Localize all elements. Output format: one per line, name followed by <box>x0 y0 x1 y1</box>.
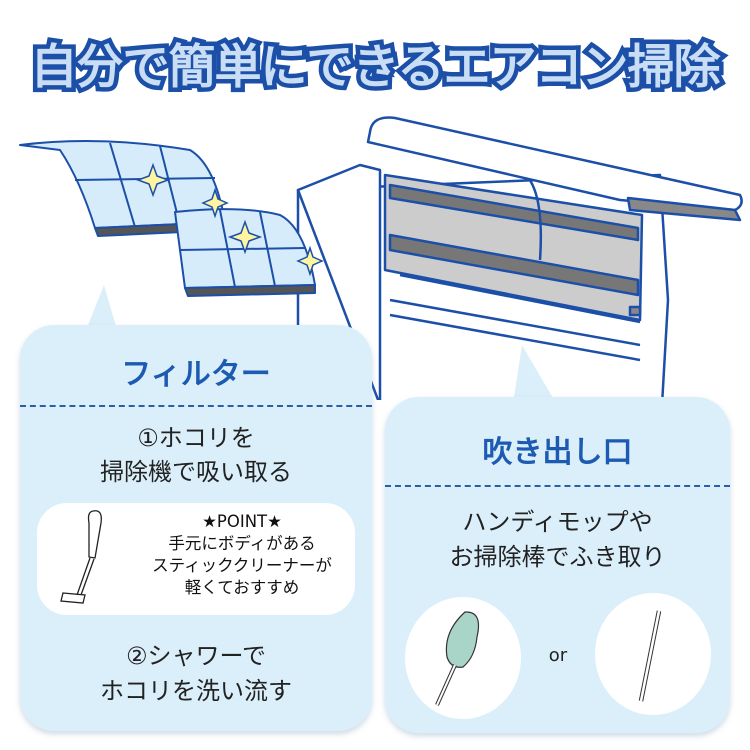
point-text: ★POINT★ 手元にボディがある スティッククリーナーが 軽くておすすめ <box>132 511 352 599</box>
outlet-line2: お掃除棒でふき取り <box>449 543 666 571</box>
or-label: or <box>548 645 568 666</box>
cleaning-stick-icon <box>638 610 662 702</box>
filter-panel: フィルター ①ホコリを 掃除機で吸い取る ★POINT★ 手元にボディがある ス… <box>20 325 372 731</box>
step1-line2: 掃除機で吸い取る <box>100 458 292 486</box>
outlet-panel: 吹き出し口 ハンディモップや お掃除棒でふき取り or <box>385 397 730 733</box>
point-label: ★POINT★ <box>202 512 282 531</box>
sparkle-icons <box>135 162 324 277</box>
point-line: 手元にボディがある <box>168 534 316 553</box>
divider <box>385 485 730 487</box>
handy-mop-icon <box>435 611 480 706</box>
stick-vacuum-icon <box>60 510 102 604</box>
step2-line2: ホコリを洗い流す <box>100 677 292 705</box>
cleaning-stick-circle <box>595 593 711 715</box>
step2-line1: ②シャワーで <box>125 642 267 670</box>
air-conditioner-unit <box>296 116 743 400</box>
page-title: 自分で簡単にできるエアコン掃除 <box>26 36 725 100</box>
filter-heading: フィルター <box>121 357 271 392</box>
outlet-line1: ハンディモップや <box>462 508 653 536</box>
aircon-illustration <box>19 116 743 400</box>
filter-illustration <box>19 140 316 297</box>
step1-line1: ①ホコリを <box>137 424 255 452</box>
outlet-heading: 吹き出し口 <box>482 435 633 470</box>
point-line: 軽くておすすめ <box>184 578 300 597</box>
point-line: スティッククリーナーが <box>152 556 332 575</box>
handy-mop-circle <box>405 597 521 719</box>
divider <box>20 405 372 407</box>
point-box: ★POINT★ 手元にボディがある スティッククリーナーが 軽くておすすめ <box>37 503 355 615</box>
